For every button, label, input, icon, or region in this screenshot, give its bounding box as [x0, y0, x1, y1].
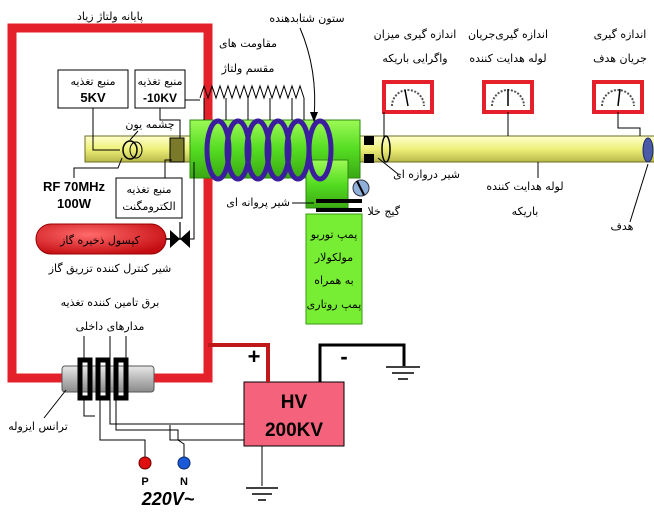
- pump-label-4: پمپ روتاری: [307, 298, 362, 311]
- mains-voltage-label: 220V~: [141, 489, 195, 509]
- em-wire: [164, 159, 172, 178]
- gate-valve-top: [364, 136, 374, 145]
- tube-current-meter: [482, 80, 534, 136]
- pump-label-1: پمپ توربو: [310, 228, 358, 241]
- tube-current-meter-label-2: لوله هدایت کننده: [469, 52, 546, 65]
- supply-5kv-box: [57, 69, 129, 109]
- beam-tube-label-2: باریکه: [512, 205, 539, 218]
- neutral-terminal: [177, 456, 191, 470]
- gas-valve-left: [170, 230, 180, 248]
- transformer-windings: [77, 357, 129, 401]
- supply-10kv-box: [134, 69, 186, 109]
- gas-valve-label: شیر کنترل کننده تزریق گاز: [48, 262, 172, 276]
- rf-supply-label-1: RF 70MHz: [43, 179, 106, 194]
- gas-valve-right: [180, 230, 190, 248]
- extractor: [169, 137, 185, 163]
- ground-symbol-bottom: [246, 487, 278, 501]
- butterfly-valve-top: [316, 199, 362, 203]
- ion-source-leader: [129, 130, 139, 141]
- em-supply-label-2: الکترومگنت: [122, 200, 175, 213]
- beam-column-arrow: [299, 27, 316, 119]
- internal-circuits-label: مدارهای داخلی: [76, 320, 145, 333]
- ion-source: [122, 140, 138, 160]
- gate-valve-disc: [381, 135, 391, 163]
- supply-10kv-label-1: منبع تغذیه: [138, 75, 183, 88]
- beam-tube-label-1: لوله هدایت کننده: [486, 180, 563, 193]
- pump-box: [305, 213, 363, 325]
- accelerator-coils: [204, 118, 334, 182]
- tube-current-meter-label-1: اندازه گیری‌جریان: [468, 28, 548, 41]
- voltage-divider-label-2: مقسم ولتاژ: [221, 62, 275, 75]
- hv-negative-wire: [318, 343, 406, 382]
- transformer-label: ترانس ایزوله: [8, 420, 68, 433]
- beam-column-label: ستون شتابدهنده: [269, 12, 344, 25]
- neutral-label: N: [180, 476, 188, 488]
- internal-circuit-leaders: [83, 336, 127, 360]
- ion-source-ring: [129, 141, 143, 159]
- ground-symbol-right: [386, 366, 420, 380]
- voltage-divider-label-1: مقاومت های: [219, 37, 277, 50]
- beam-energy-meter: [382, 80, 434, 138]
- target: [642, 137, 654, 163]
- vacuum-gauge-label: گیج خلا: [367, 205, 400, 218]
- gate-valve-leader: [377, 157, 399, 175]
- beam-energy-meter-label-2: واگرایی باریکه: [382, 52, 447, 65]
- rf-supply-label-2: 100W: [57, 196, 92, 211]
- butterfly-valve-bottom: [316, 208, 362, 212]
- supply-10kv-label-2: -10KV: [143, 91, 177, 105]
- power-supply-label: برق تامین کننده تغذیه: [61, 296, 160, 309]
- target-current-meter: [592, 80, 644, 136]
- gate-valve-label: شیر دروازه ای: [393, 168, 460, 181]
- pump-label-3: به همراه: [314, 274, 354, 287]
- beam-column-arrowhead: [310, 112, 318, 122]
- pump-label-2: مولکولار: [314, 251, 353, 264]
- hv-positive-wire: [208, 343, 270, 382]
- beam-energy-meter-label-1: اندازه گیری میزان: [374, 28, 457, 41]
- transformer-leader: [43, 389, 67, 419]
- divider-taps: [180, 98, 305, 120]
- target-label: هدف: [611, 220, 634, 233]
- gas-feed: [190, 162, 195, 240]
- em-supply-label-1: منبع تغذیه: [127, 183, 172, 196]
- rf-wire: [73, 157, 123, 178]
- ion-source-label: چشمه یون: [125, 118, 174, 131]
- plus-sign: +: [248, 344, 261, 369]
- minus-sign: -: [340, 344, 347, 369]
- hv-terminal-label: پایانه ولتاژ زیاد: [77, 10, 143, 23]
- target-leader: [629, 163, 649, 223]
- em-supply-box: [115, 177, 183, 219]
- phase-terminal: [138, 456, 152, 470]
- voltage-divider-resistors: [199, 84, 305, 100]
- mains-wiring: [83, 398, 263, 486]
- gas-capsule-label: کپسول ذخیره گاز: [59, 234, 141, 247]
- gate-valve-bottom: [364, 154, 374, 163]
- supply-5kv-label-2: 5KV: [80, 90, 106, 105]
- supply-wiring: [92, 108, 181, 151]
- supply-5kv-label-1: منبع تغذیه: [71, 75, 116, 88]
- hv-supply-box: [243, 381, 345, 447]
- target-current-meter-label-2: جریان هدف: [593, 52, 647, 65]
- hv-supply-label-1: HV: [281, 392, 308, 413]
- target-current-meter-label-1: اندازه گیری: [594, 28, 647, 41]
- phase-label: P: [141, 476, 148, 488]
- butterfly-valve-label: شیر پروانه ای: [226, 196, 290, 209]
- vacuum-gauge-needle: [356, 180, 365, 196]
- hv-supply-label-2: 200KV: [265, 420, 323, 441]
